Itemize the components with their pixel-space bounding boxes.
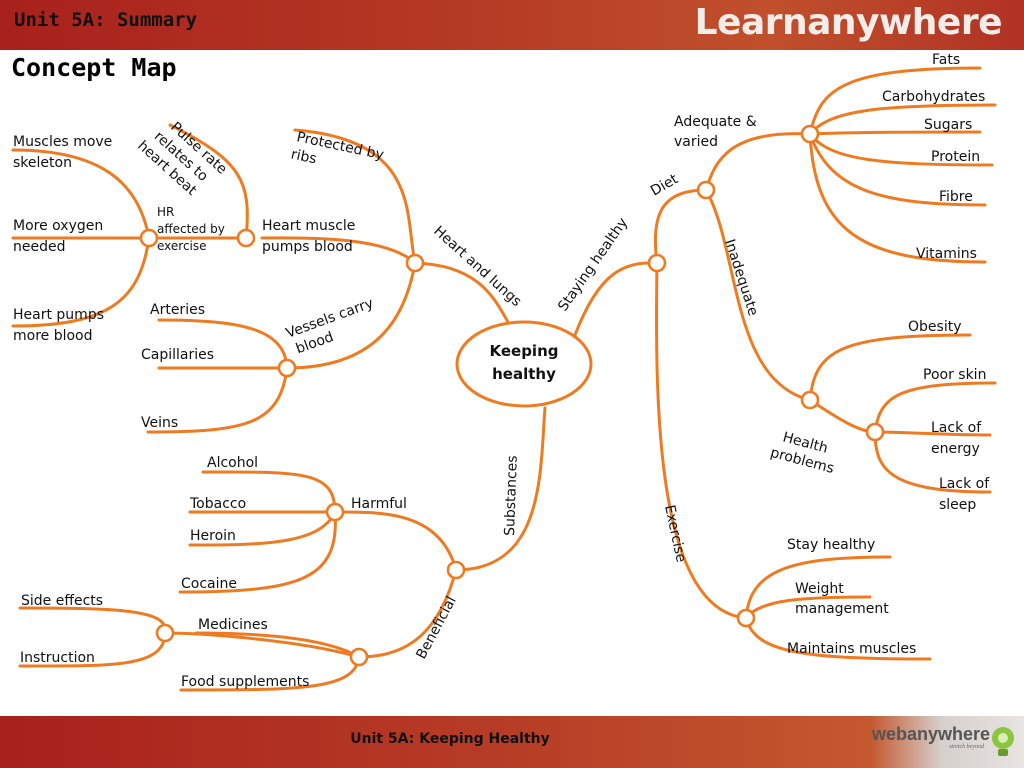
heart-muscle-line2: pumps blood (262, 239, 353, 255)
center-ellipse (455, 320, 593, 408)
node-adequate (800, 124, 820, 144)
protected-label: Protected by ribs (289, 129, 385, 167)
heart-pumps-line2: more blood (13, 328, 93, 344)
fats-label: Fats (932, 52, 960, 68)
lack-energy-line1: Lack of (931, 420, 982, 436)
node-health-problems (865, 422, 885, 442)
medicines-label: Medicines (198, 617, 268, 633)
center-label-line1: Keeping (489, 342, 558, 360)
node-substances (446, 560, 466, 580)
muscles-move-line1: Muscles move (13, 134, 112, 150)
capillaries-label: Capillaries (141, 347, 214, 363)
heart-pumps-line1: Heart pumps (13, 307, 104, 323)
alcohol-label: Alcohol (207, 455, 258, 471)
more-oxygen-line1: More oxygen (13, 218, 103, 234)
beneficial-label: Beneficial (413, 594, 459, 662)
node-medicines (155, 623, 175, 643)
header-bar: Unit 5A: Summary Learnanywhere (0, 0, 1024, 50)
health-problems-label: Health problems (769, 429, 836, 477)
node-harmful (325, 502, 345, 522)
connector-nodes (139, 124, 885, 667)
side-effects-label: Side effects (21, 593, 103, 609)
header-title: Unit 5A: Summary (14, 9, 198, 31)
heart-muscle-line1: Heart muscle (262, 218, 355, 234)
exercise-label: Exercise (661, 504, 689, 564)
stay-healthy-label: Stay healthy (787, 537, 875, 553)
center-node: Keeping healthy (455, 320, 593, 408)
adequate-line2: varied (674, 134, 718, 150)
carbohydrates-label: Carbohydrates (882, 89, 985, 105)
pulse-rate-label: Pulse rate relates to heart beat (134, 119, 230, 199)
instruction-label: Instruction (20, 650, 95, 666)
leaf-labels: Muscles move skeleton More oxygen needed… (13, 52, 990, 690)
heroin-label: Heroin (190, 528, 236, 544)
footer-bar: Unit 5A: Keeping Healthy webanywhere str… (0, 716, 1024, 768)
lack-sleep-line1: Lack of (939, 476, 990, 492)
node-hr (139, 228, 159, 248)
veins-label: Veins (141, 415, 178, 431)
tobacco-label: Tobacco (189, 496, 246, 512)
vitamins-label: Vitamins (916, 246, 977, 262)
poor-skin-label: Poor skin (923, 367, 986, 383)
hr-line2: affected by (157, 222, 225, 236)
hr-line3: exercise (157, 239, 207, 253)
more-oxygen-line2: needed (13, 239, 66, 255)
lack-sleep-line2: sleep (939, 497, 976, 513)
webanywhere-logo: webanywhere (871, 724, 990, 744)
learnanywhere-logo: Learnanywhere (694, 2, 1003, 43)
node-heart-lungs (405, 253, 425, 273)
hr-line1: HR (157, 205, 174, 219)
node-staying-healthy (647, 253, 667, 273)
lack-energy-line2: energy (931, 441, 980, 457)
weight-line2: management (795, 601, 889, 617)
adequate-line1: Adequate & (674, 114, 757, 130)
node-heart-muscle (236, 228, 256, 248)
page-title: Concept Map (11, 53, 177, 82)
node-beneficial (349, 647, 369, 667)
center-label-line2: healthy (492, 365, 556, 383)
footer-title: Unit 5A: Keeping Healthy (350, 731, 550, 747)
webanywhere-tagline: stretch beyond (949, 744, 984, 750)
muscles-move-line2: skeleton (13, 155, 72, 171)
food-supplements-label: Food supplements (181, 674, 309, 690)
sugars-label: Sugars (924, 117, 972, 133)
node-vessels (277, 358, 297, 378)
lightbulb-icon (992, 727, 1014, 756)
obesity-label: Obesity (908, 319, 961, 335)
cocaine-label: Cocaine (181, 576, 237, 592)
arteries-label: Arteries (150, 302, 205, 318)
branch-lines (11, 66, 997, 692)
node-exercise (736, 608, 756, 628)
node-diet (696, 180, 716, 200)
substances-label: Substances (502, 455, 521, 536)
protected-line2: ribs (289, 146, 318, 167)
fibre-label: Fibre (939, 189, 973, 205)
maintains-muscles-label: Maintains muscles (787, 641, 916, 657)
harmful-label: Harmful (351, 496, 407, 512)
weight-line1: Weight (795, 581, 844, 597)
node-inadequate (800, 390, 820, 410)
protein-label: Protein (931, 149, 980, 165)
